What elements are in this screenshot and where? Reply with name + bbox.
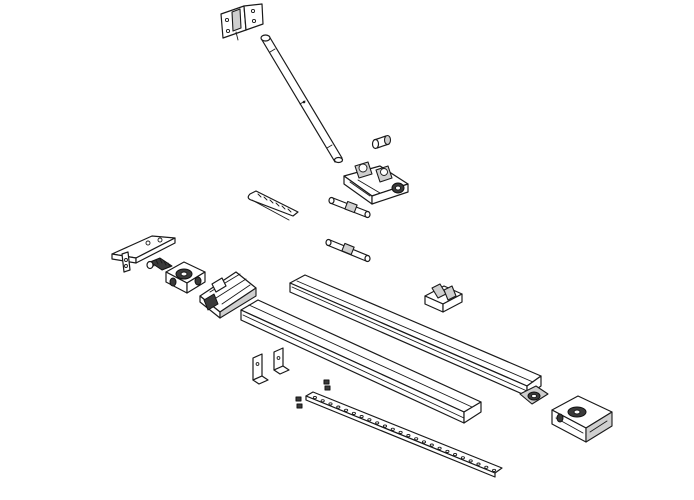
rail-section-rear: [289, 274, 542, 397]
strap-hole: [476, 462, 481, 466]
strap-hole: [406, 434, 411, 438]
spring-pin-upper: [328, 196, 371, 219]
tension-spring-bolt: [146, 257, 173, 271]
strap-hole: [468, 459, 473, 463]
drive-head-coupler: [199, 271, 257, 319]
rail-joint-clip: [424, 283, 463, 313]
trolley-carriage: [343, 161, 409, 205]
motor-unit: [551, 395, 613, 443]
strap-hole: [344, 408, 349, 412]
belt-chain-segment: [247, 190, 299, 221]
strap-hole: [375, 421, 380, 425]
strap-hole: [484, 465, 489, 469]
strap-hole: [336, 405, 341, 409]
front-idler-block: [165, 261, 206, 294]
strap-hole: [367, 418, 372, 422]
fastener-set: [295, 379, 331, 409]
strap-hole: [398, 430, 403, 434]
perforated-hanging-strap: [305, 391, 503, 478]
wall-mount-bracket: [220, 3, 264, 41]
spring-pin-lower: [325, 238, 371, 263]
strap-hole: [320, 399, 325, 403]
strap-hole: [382, 424, 388, 428]
rail-section-front: [240, 299, 482, 424]
angle-bracket-pair: [252, 347, 290, 385]
strap-hole: [460, 456, 465, 460]
strap-hole: [437, 446, 442, 450]
strap-hole: [359, 415, 364, 419]
strap-hole: [414, 437, 419, 441]
strap-hole: [429, 443, 434, 447]
strap-hole: [492, 468, 497, 472]
header-bracket: [111, 235, 176, 273]
strap-hole: [351, 411, 356, 415]
strap-hole: [312, 396, 317, 400]
strap-hole: [328, 402, 333, 406]
strap-hole: [453, 453, 458, 457]
strap-hole: [390, 427, 395, 431]
strap-hole: [445, 449, 450, 453]
door-arm-tube: [260, 34, 344, 164]
shaft-collar: [371, 134, 392, 150]
rail-end-cap: [519, 385, 549, 405]
strap-hole: [421, 440, 427, 444]
